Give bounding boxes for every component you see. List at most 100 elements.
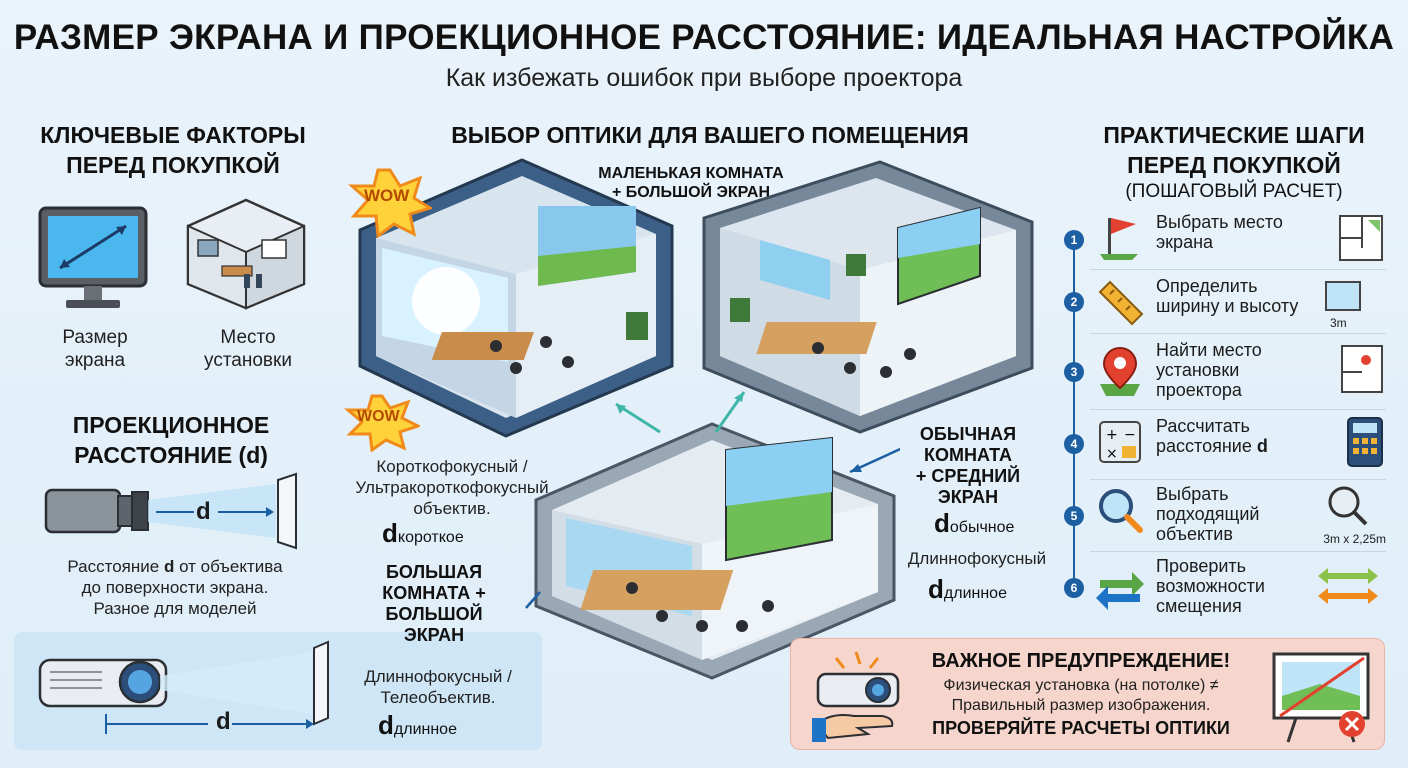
practical-steps-heading: ПРАКТИЧЕСКИЕ ШАГИ ПЕРЕД ПОКУПКОЙ (ПОШАГО… bbox=[1078, 120, 1390, 204]
step-6-number: 6 bbox=[1064, 578, 1084, 598]
distance-description-line2: до поверхности экрана. bbox=[81, 578, 269, 597]
magnifier-icon bbox=[1099, 489, 1143, 533]
room-small-label: МАЛЕНЬКАЯ КОМНАТА + БОЛЬШОЙ ЭКРАН bbox=[576, 164, 806, 202]
warning-title: ВАЖНОЕ ПРЕДУПРЕЖДЕНИЕ! bbox=[931, 650, 1231, 672]
ruler-icon bbox=[1098, 280, 1144, 326]
page-subtitle: Как избежать ошибок при выборе проектора bbox=[445, 64, 963, 92]
key-factors-heading-line2: ПЕРЕД ПОКУПКОЙ bbox=[66, 152, 280, 178]
distance-heading-line2: РАССТОЯНИЕ (d) bbox=[74, 442, 268, 468]
step-3-line2: установки bbox=[1156, 360, 1240, 380]
lens-detail-icon bbox=[1328, 486, 1368, 526]
factor-install-location-line2: установки bbox=[204, 350, 292, 371]
room-normal-label-line1: ОБЫЧНАЯ bbox=[919, 424, 1017, 444]
step-3-line3: проектора bbox=[1156, 380, 1242, 400]
factor-screen-size: Размер экрана bbox=[40, 326, 150, 372]
step-5-line3: объектив bbox=[1156, 524, 1233, 544]
practical-steps-heading-line1: ПРАКТИЧЕСКИЕ ШАГИ bbox=[1103, 122, 1365, 148]
long-d-main: d bbox=[928, 574, 944, 604]
floorplan-pin-icon bbox=[1341, 345, 1383, 393]
distance-description: Расстояние d от объектива до поверхности… bbox=[30, 556, 320, 619]
step-6-text: Проверить возможности смещения bbox=[1156, 556, 1306, 616]
screen-dimension-icon bbox=[1325, 281, 1361, 311]
room-big-label-line2: КОМНАТА + bbox=[382, 583, 486, 603]
long-throw-d-main: d bbox=[378, 710, 394, 740]
step-3-row: Найти место установки проектора bbox=[1090, 336, 1386, 410]
step-2-text: Определить ширину и высоту bbox=[1156, 276, 1306, 316]
step-2-line1: Определить bbox=[1156, 276, 1258, 296]
step-1-line1: Выбрать место bbox=[1156, 212, 1283, 232]
step-6-line3: смещения bbox=[1156, 596, 1242, 616]
room-normal-label-line3: + СРЕДНИЙ bbox=[915, 466, 1021, 486]
factor-screen-size-line1: Размер bbox=[62, 327, 128, 348]
bottom-d-label: d bbox=[216, 708, 231, 735]
hand-projector-icon bbox=[812, 651, 900, 742]
steps-timeline bbox=[1073, 232, 1075, 592]
step-4-d: d bbox=[1256, 436, 1268, 456]
math-operators-icon: + − × bbox=[1099, 421, 1141, 463]
svg-text:×: × bbox=[1106, 446, 1118, 462]
calculator-icon bbox=[1347, 417, 1383, 467]
step-5-row: Выбрать подходящий объектив 3m x 2,25m bbox=[1090, 480, 1386, 552]
step-4-row: + − × Рассчитать расстояние d bbox=[1090, 412, 1386, 480]
room-big-illustration bbox=[534, 422, 896, 680]
flow-arrows bbox=[525, 391, 900, 609]
distance-description-line3: Разное для моделей bbox=[93, 599, 257, 618]
short-throw-description: Короткофокусный / Ультракороткофокусный … bbox=[332, 456, 572, 519]
room-small-label-line2: + БОЛЬШОЙ ЭКРАН bbox=[611, 184, 771, 201]
short-throw-line2: Ультракороткофокусный bbox=[355, 478, 549, 497]
projector-side-icon bbox=[44, 472, 297, 550]
step-6-row: Проверить возможности смещения bbox=[1090, 552, 1386, 622]
shift-arrows-icon bbox=[1096, 572, 1144, 610]
step-3-line1: Найти место bbox=[1156, 340, 1262, 360]
room-big-label: БОЛЬШАЯ КОМНАТА + БОЛЬШОЙ ЭКРАН bbox=[368, 562, 500, 646]
step-2-row: Определить ширину и высоту 3m bbox=[1090, 272, 1386, 334]
distance-heading-line1: ПРОЕКЦИОННОЕ bbox=[72, 412, 270, 438]
short-throw-line3: объектив. bbox=[413, 499, 491, 518]
distance-description-line1: Расстояние d от объектива bbox=[30, 556, 320, 577]
step-4-line1: Рассчитать bbox=[1156, 416, 1250, 436]
svg-text:−: − bbox=[1124, 427, 1136, 443]
warning-line3: ПРОВЕРЯЙТЕ РАСЧЕТЫ ОПТИКИ bbox=[932, 718, 1230, 738]
long-throw-lens-label: Длиннофокусный bbox=[907, 549, 1047, 568]
normal-d-sub: обычное bbox=[949, 519, 1015, 536]
long-throw-d-sub: длинное bbox=[393, 721, 457, 738]
step-1-line2: экрана bbox=[1156, 232, 1214, 252]
step-3-number: 3 bbox=[1064, 362, 1084, 382]
short-throw-dsub: dкороткое bbox=[382, 518, 464, 549]
floorplan-icon bbox=[1339, 215, 1383, 261]
wow-text-bottom: WOW bbox=[357, 408, 400, 425]
long-throw-desc-line2: Телеобъектив. bbox=[380, 688, 496, 707]
distance-desc-post: от объектива bbox=[174, 557, 283, 576]
distance-d-label: d bbox=[196, 498, 211, 525]
page-title: РАЗМЕР ЭКРАНА И ПРОЕКЦИОННОЕ РАССТОЯНИЕ:… bbox=[13, 18, 1395, 57]
step-4-line2: расстояние d bbox=[1156, 436, 1306, 456]
svg-text:+: + bbox=[1106, 427, 1118, 443]
room-normal-label-line4: ЭКРАН bbox=[937, 487, 999, 507]
practical-steps-heading-line3: (ПОШАГОВЫЙ РАСЧЕТ) bbox=[1125, 181, 1343, 202]
key-factors-heading: КЛЮЧЕВЫЕ ФАКТОРЫ ПЕРЕД ПОКУПКОЙ bbox=[18, 120, 328, 180]
room-big-label-line1: БОЛЬШАЯ bbox=[385, 562, 483, 582]
step-2-dim: 3m bbox=[1330, 316, 1347, 330]
short-throw-line1: Короткофокусный / bbox=[376, 457, 528, 476]
short-throw-d-main: d bbox=[382, 518, 398, 548]
step-6-line2: возможности bbox=[1156, 576, 1265, 596]
step-3-text: Найти место установки проектора bbox=[1156, 340, 1306, 400]
long-d-sub: длинное bbox=[943, 585, 1007, 602]
factor-install-location-line1: Место bbox=[220, 327, 276, 348]
step-2-number: 2 bbox=[1064, 292, 1084, 312]
step-6-line1: Проверить bbox=[1156, 556, 1247, 576]
optics-heading: ВЫБОР ОПТИКИ ДЛЯ ВАШЕГО ПОМЕЩЕНИЯ bbox=[451, 122, 969, 148]
room-normal-label: ОБЫЧНАЯ КОМНАТА + СРЕДНИЙ ЭКРАН bbox=[910, 424, 1026, 508]
room-big-label-line3: БОЛЬШОЙ bbox=[385, 604, 483, 624]
practical-steps-heading-line2: ПЕРЕД ПОКУПКОЙ bbox=[1127, 152, 1341, 178]
warning-line2: Правильный размер изображения. bbox=[951, 697, 1211, 714]
distance-heading: ПРОЕКЦИОННОЕ РАССТОЯНИЕ (d) bbox=[40, 410, 302, 470]
step-5-size: 3m x 2,25m bbox=[1323, 532, 1386, 546]
room-normal-illustration bbox=[702, 160, 1034, 434]
room-normal-label-line2: КОМНАТА bbox=[924, 445, 1012, 465]
monitor-icon bbox=[38, 206, 148, 308]
step-4-text: Рассчитать расстояние d bbox=[1156, 416, 1306, 456]
distance-desc-d: d bbox=[163, 557, 175, 576]
offset-arrows-icon bbox=[1318, 568, 1378, 604]
step-2-line2: ширину и высоту bbox=[1156, 296, 1299, 316]
